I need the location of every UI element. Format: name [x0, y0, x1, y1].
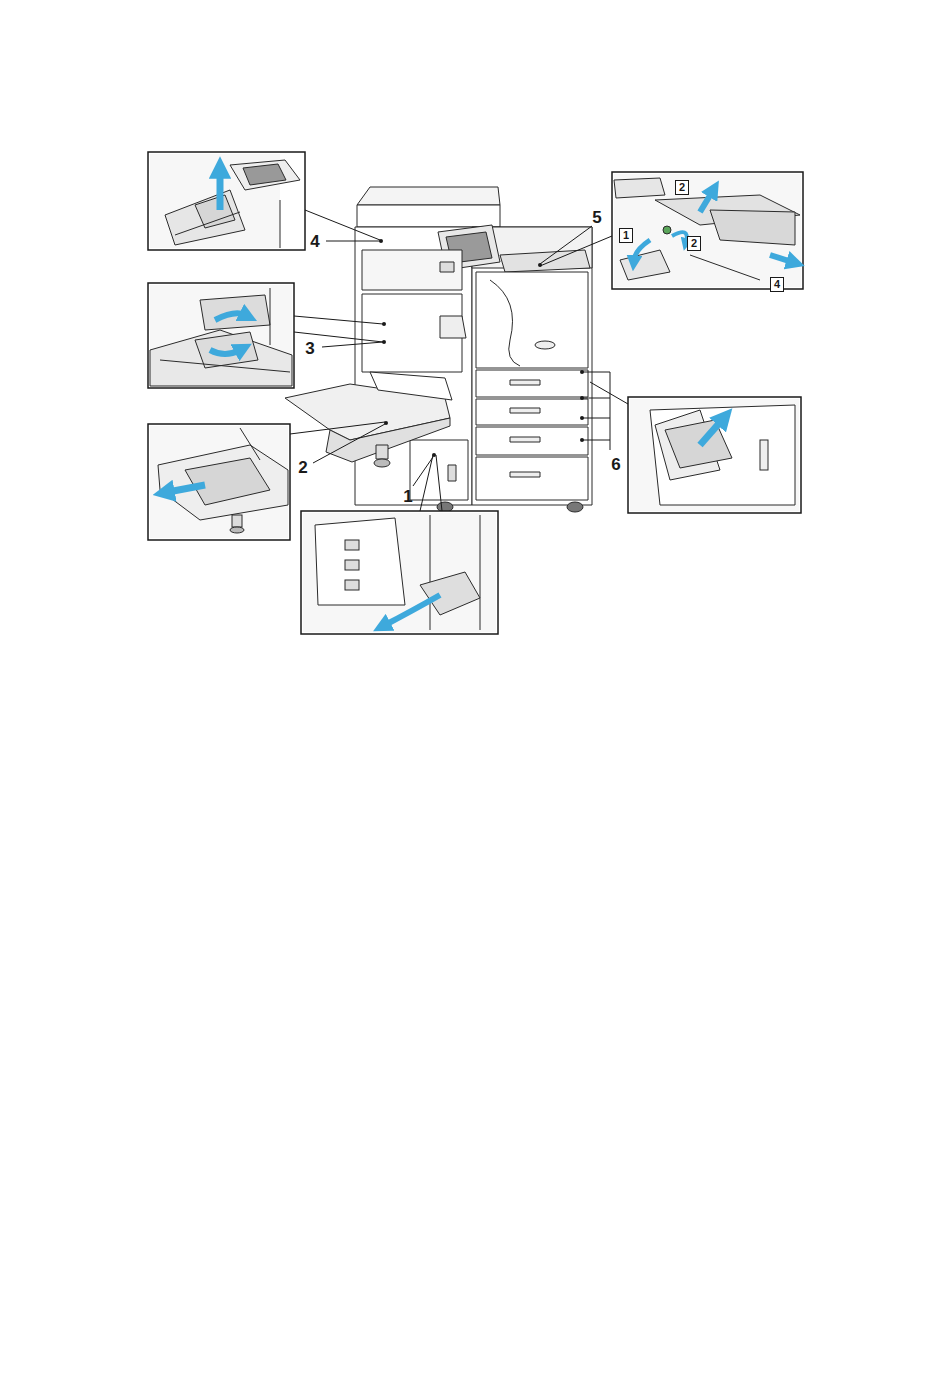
callout-number: 5: [591, 208, 602, 227]
step-number-box: 2: [687, 236, 701, 251]
callout-number: 1: [402, 487, 413, 506]
callout-number: 3: [304, 339, 315, 358]
step-number: 2: [691, 237, 697, 249]
step-number: 4: [774, 278, 780, 290]
step-number: 1: [623, 229, 629, 241]
step-number: 2: [679, 181, 685, 193]
callout-number: 4: [309, 232, 320, 251]
step-number-box: 4: [770, 277, 784, 292]
callout-number: 2: [297, 458, 308, 477]
callout-number: 6: [610, 455, 621, 474]
step-number-box: 1: [619, 228, 633, 243]
step-number-box: 2: [675, 180, 689, 195]
